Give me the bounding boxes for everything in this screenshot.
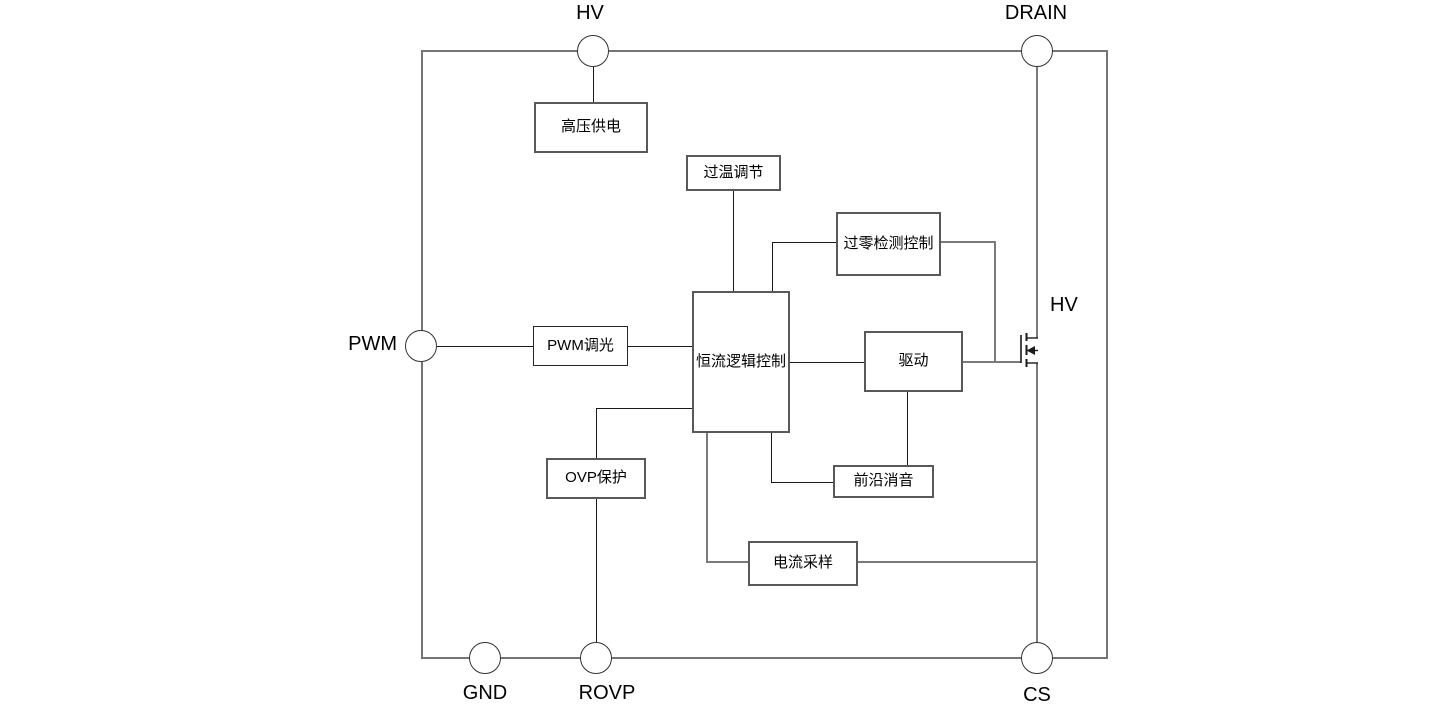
wire-sample-to-cs xyxy=(858,561,1038,563)
block-zcd-label: 过零检测控制 xyxy=(843,234,934,252)
wire-zcd-out-v xyxy=(994,241,996,363)
wire-cclogic-to-zcd-h xyxy=(772,242,836,243)
block-ovp: OVP保护 xyxy=(546,458,646,499)
wire-ovp-to-rovp xyxy=(596,499,597,642)
pin-label-drain: DRAIN xyxy=(1004,2,1068,24)
wire-driver-to-leb xyxy=(907,392,908,465)
pin-drain xyxy=(1021,35,1053,67)
block-ovp-label: OVP保护 xyxy=(565,469,627,487)
block-hv-supply: 高压供电 xyxy=(534,102,648,153)
block-cc-logic-label: 恒流逻辑控制 xyxy=(696,352,787,370)
wire-zcd-out-h xyxy=(941,241,996,243)
block-cs-sample-label: 电流采样 xyxy=(772,554,833,572)
pin-label-hv-top: HV xyxy=(576,2,604,24)
pin-label-gnd: GND xyxy=(462,682,508,704)
wire-otp-to-cclogic xyxy=(733,191,734,291)
pin-pwm xyxy=(405,330,437,362)
wire-source-line xyxy=(1036,363,1038,642)
block-leb-label: 前沿消音 xyxy=(853,472,914,490)
wire-driver-to-gate xyxy=(963,361,1021,363)
block-zcd: 过零检测控制 xyxy=(836,212,941,276)
wire-ovp-up-h xyxy=(596,408,692,409)
block-otp: 过温调节 xyxy=(686,155,781,191)
block-pwm-dim: PWM调光 xyxy=(533,326,628,366)
mosfet-hv-label: HV xyxy=(1050,294,1078,316)
wire-drain-line xyxy=(1036,67,1038,338)
wire-pwm-to-dim xyxy=(437,346,533,347)
pin-label-rovp: ROVP xyxy=(578,682,636,704)
pin-gnd xyxy=(469,642,501,674)
block-otp-label: 过温调节 xyxy=(703,163,764,181)
block-driver: 驱动 xyxy=(864,331,963,392)
block-hv-supply-label: 高压供电 xyxy=(560,118,621,136)
wire-cclogic-to-zcd-v xyxy=(772,242,773,291)
mosfet-icon xyxy=(1020,333,1038,367)
block-cs-sample: 电流采样 xyxy=(748,541,858,586)
wire-cclogic-to-sample-v xyxy=(706,433,708,563)
block-driver-label: 驱动 xyxy=(898,352,929,370)
pin-cs xyxy=(1021,642,1053,674)
wire-cclogic-to-sample-h xyxy=(707,561,748,563)
wire-leb-to-cclogic-v xyxy=(771,433,772,482)
pin-hv-top xyxy=(577,35,609,67)
pin-rovp xyxy=(580,642,612,674)
wire-cclogic-to-driver xyxy=(790,362,864,363)
pin-label-cs: CS xyxy=(1023,684,1051,706)
wire-ovp-up-v xyxy=(596,408,597,458)
wire-leb-to-cclogic-h xyxy=(771,482,833,483)
pin-label-pwm: PWM xyxy=(348,333,397,355)
wire-dim-to-cclogic xyxy=(628,346,692,347)
block-leb: 前沿消音 xyxy=(833,465,934,498)
wire-hv-to-supply xyxy=(593,67,594,102)
block-cc-logic: 恒流逻辑控制 xyxy=(692,291,790,433)
block-pwm-dim-label: PWM调光 xyxy=(547,336,614,354)
